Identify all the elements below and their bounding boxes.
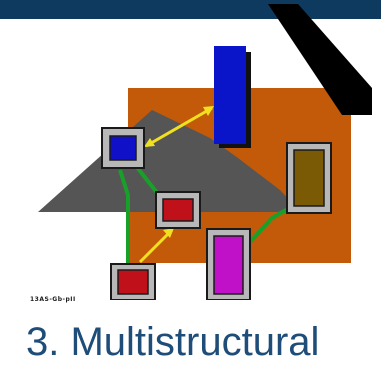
- image-tag: 13AS-Gb-pII: [30, 296, 76, 303]
- connector-green: [118, 169, 130, 270]
- box-olive: [286, 142, 332, 214]
- slide-caption: 3. Multistructural: [26, 320, 320, 364]
- mountain-shape: [38, 110, 300, 212]
- connector-green: [134, 164, 160, 196]
- box-red: [155, 191, 201, 229]
- box-blue: [101, 127, 145, 169]
- tower: [214, 46, 246, 144]
- connector-yellow: [145, 106, 213, 148]
- arrowhead-icon: [163, 228, 174, 238]
- arrowhead-icon: [144, 138, 155, 147]
- diagonal-band: [268, 4, 372, 115]
- box-magenta: [206, 228, 251, 300]
- multistructural-diagram: [38, 4, 372, 300]
- arrowhead-icon: [203, 106, 214, 116]
- connector-yellow: [138, 228, 174, 264]
- box-red: [110, 263, 156, 300]
